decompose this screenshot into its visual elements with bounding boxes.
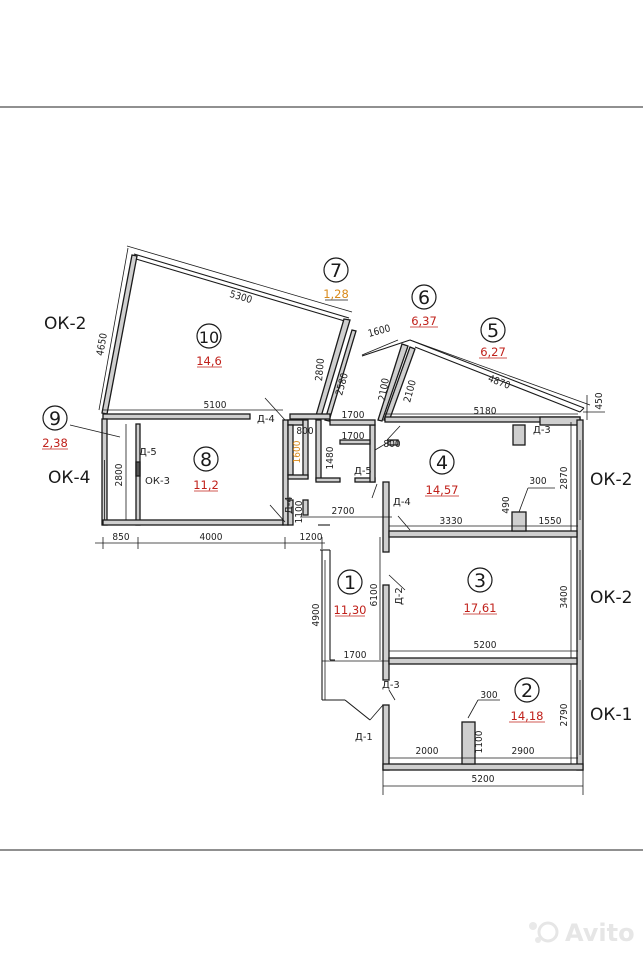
dim-1480: 1480 [325,446,336,469]
dim-5200-b: 5200 [472,774,495,785]
room-4-number: 4 [436,452,448,474]
dim-2790: 2790 [559,703,570,726]
dim-2100-b: 2100 [402,379,419,404]
dim-3330: 3330 [440,516,463,527]
room-markers: 7 1,28 6 6,37 5 6,27 10 14,6 9 2,38 8 11… [42,257,545,723]
room-5-number: 5 [487,320,499,342]
dim-4870: 4870 [486,373,512,392]
window-ok3: ОК-3 [145,476,170,487]
room-9-area: 2,38 [42,436,68,450]
dim-1550: 1550 [539,516,562,527]
dim-2800-a: 2800 [314,358,327,382]
dimension-lines [69,245,605,795]
room-6-area: 6,37 [411,314,437,328]
dim-300-a: 300 [529,476,546,487]
door-d5-mid: Д-5 [354,466,372,477]
room-2-number: 2 [521,680,533,702]
dim-2100-a: 2100 [377,377,392,402]
window-ok4: ОК-4 [48,468,90,488]
room-3-number: 3 [474,570,486,592]
room-9-number: 9 [49,408,61,430]
dim-800-b: 800 [383,439,400,450]
dim-850: 850 [112,532,129,543]
room-7-number: 7 [330,260,342,282]
dim-6100: 6100 [369,583,380,606]
door-swings [264,339,411,701]
watermark-text: Avito [565,919,635,947]
dim-1200: 1200 [300,532,323,543]
room-1-circle [337,569,363,595]
door-d1: Д-1 [355,732,373,743]
dim-2900: 2900 [512,746,535,757]
door-d3-bottom: Д-3 [382,680,400,691]
dim-4900: 4900 [311,603,322,626]
window-labels: ОК-2 ОК-4 ОК-3 ОК-2 ОК-2 ОК-1 [44,314,632,725]
door-labels: Д-1 Д-2 Д-3 Д-3 Д-4 Д-4 Д-4 Д-5 Д-5 [139,414,551,743]
door-d4-top: Д-4 [257,414,275,425]
door-d2: Д-2 [394,587,405,605]
room-10-area: 14,6 [196,354,222,368]
door-d4-left: Д-4 [284,496,295,514]
watermark-dots-icon [537,921,559,943]
dim-300-b: 300 [480,690,497,701]
dim-800-a: 800 [296,426,313,437]
dim-1600-orange: 1600 [292,440,303,463]
dim-1600-top: 1600 [367,323,392,340]
room-7-area: 1,28 [323,287,349,301]
dim-5100: 5100 [204,400,227,411]
dim-2870: 2870 [559,466,570,489]
room-5-area: 6,27 [480,345,506,359]
room-3-circle [467,567,493,593]
dim-3400: 3400 [559,585,570,608]
dim-450: 450 [594,392,605,409]
door-d3-top: Д-3 [533,425,551,436]
dim-2580: 2580 [334,372,351,397]
room-8-area: 11,2 [193,478,219,492]
room-5-circle [480,317,506,343]
room-10-number: 10 [199,328,219,347]
room-2-area: 14,18 [511,709,544,723]
room-8-circle [193,446,219,472]
room-9-circle [42,405,68,431]
walls [101,253,585,771]
dim-1100-a: 1100 [294,500,305,523]
room-1-number: 1 [344,572,356,594]
room-8-number: 8 [200,449,212,471]
door-d5-left: Д-5 [139,447,157,458]
window-ok1: ОК-1 [590,705,632,725]
room-2-circle [514,677,540,703]
dim-1700-c: 1700 [344,650,367,661]
room-10-circle [196,323,222,349]
room-6-number: 6 [418,287,430,309]
dim-5300: 5300 [228,289,253,306]
dim-1700-b: 1700 [342,431,365,442]
dim-1100-b: 1100 [474,730,485,753]
dim-1700-a: 1700 [342,410,365,421]
dim-4000: 4000 [200,532,223,543]
dim-5200-a: 5200 [474,640,497,651]
dim-5180: 5180 [474,406,497,417]
window-ok2-right-2: ОК-2 [590,588,632,608]
dim-2000: 2000 [416,746,439,757]
door-d4-right: Д-4 [393,497,411,508]
room-1-area: 11,30 [334,603,367,617]
room-4-area: 14,57 [426,483,459,497]
room-3-area: 17,61 [464,601,497,615]
dim-2800-b: 2800 [114,463,125,486]
dim-4650: 4650 [95,332,110,357]
dim-490: 490 [501,496,512,513]
watermark: Avito [529,919,635,947]
dimension-texts: 5300 4650 1600 4870 450 2800 2580 2100 2… [95,289,605,785]
window-ok2-right-1: ОК-2 [590,470,632,490]
window-ok2-top: ОК-2 [44,314,86,334]
room-6-circle [411,284,437,310]
room-7-circle [323,257,349,283]
dim-2700: 2700 [332,506,355,517]
room-4-circle [429,449,455,475]
